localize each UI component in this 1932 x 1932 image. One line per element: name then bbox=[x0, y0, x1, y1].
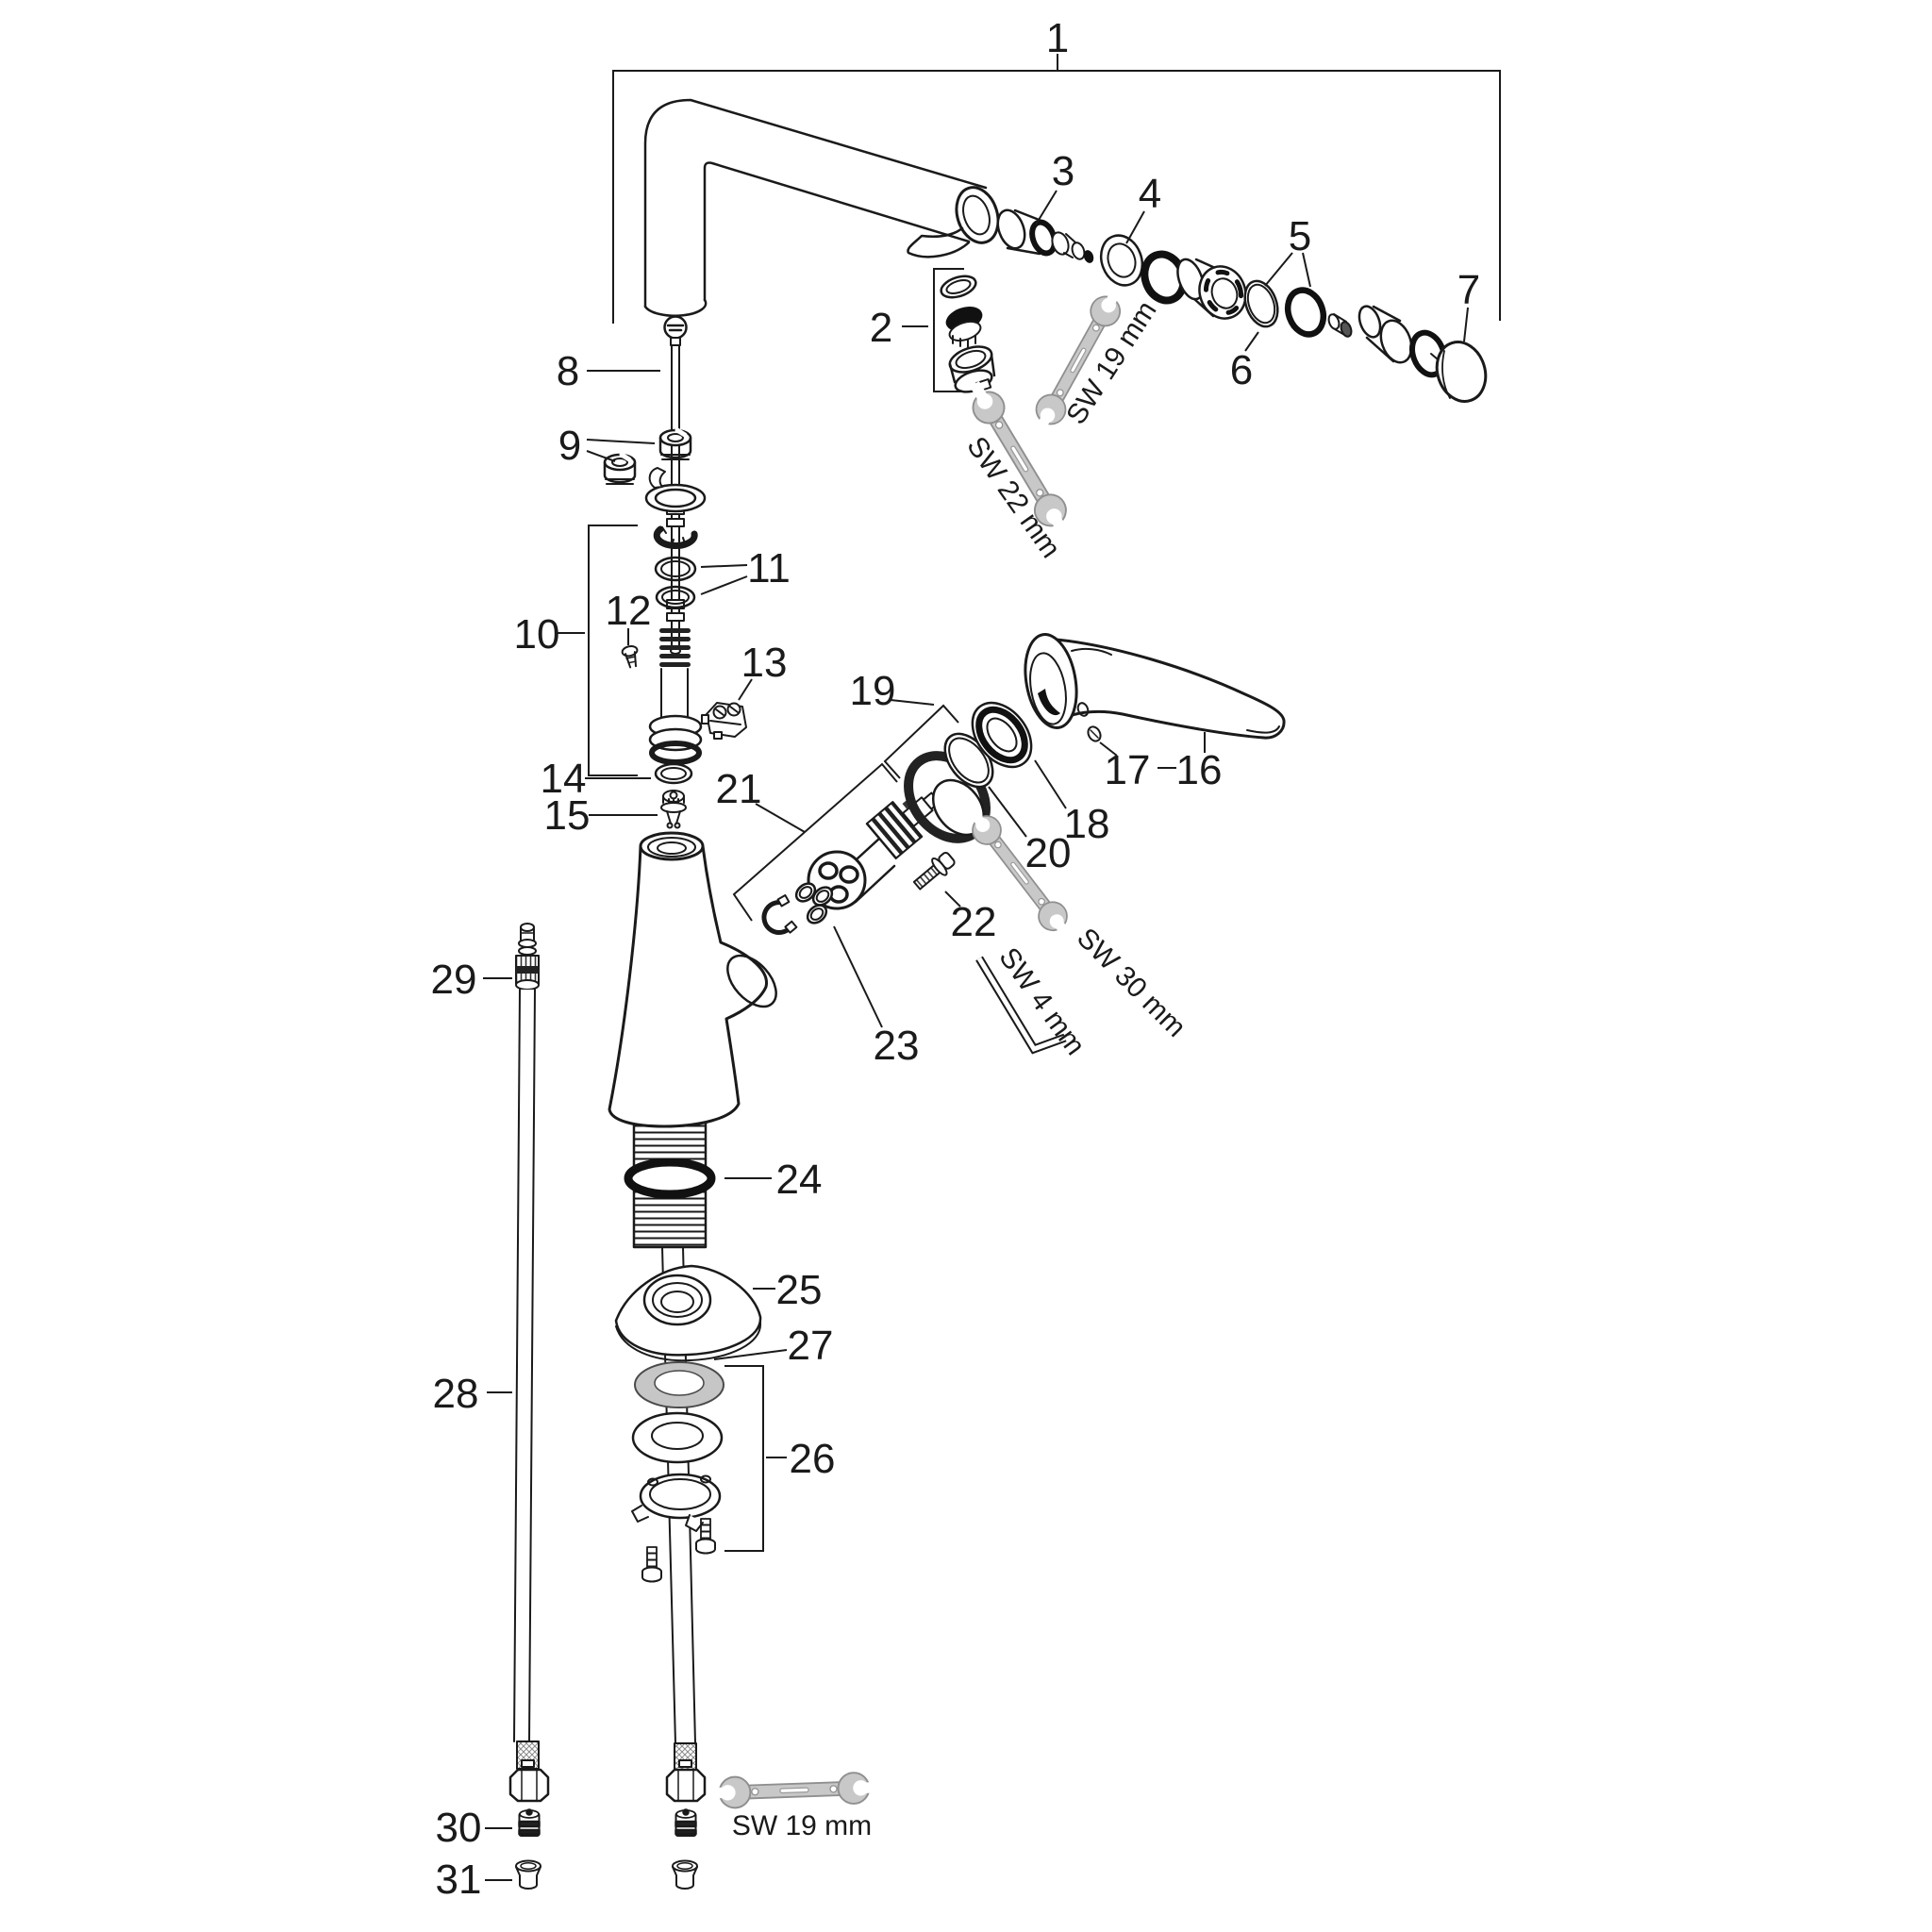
tool-label-sw30: SW 30 mm bbox=[1071, 923, 1191, 1043]
part-labels: 1 2 3 4 5 6 7 8 9 10 11 12 13 14 15 16 1… bbox=[431, 15, 1481, 1903]
filter-30-right bbox=[675, 1808, 697, 1838]
wrench-19-bottom bbox=[706, 1771, 883, 1810]
supply-hose bbox=[508, 923, 550, 1803]
seal-31-left bbox=[514, 1859, 542, 1890]
part-label-30: 30 bbox=[436, 1805, 482, 1851]
washer-26a bbox=[631, 1411, 724, 1464]
part-label-5: 5 bbox=[1289, 213, 1311, 259]
spray-connector-chain bbox=[996, 208, 1488, 403]
seal-set-23 bbox=[761, 882, 834, 935]
handle-16 bbox=[1024, 633, 1286, 742]
part-label-26: 26 bbox=[790, 1436, 836, 1482]
part-label-13: 13 bbox=[741, 640, 788, 686]
tool-labels: SW 19 mm SW 22 mm SW 30 mm SW 4 mm SW 19… bbox=[732, 295, 1191, 1841]
aerator-group bbox=[940, 275, 996, 393]
part-label-19: 19 bbox=[850, 668, 896, 714]
leader-lines bbox=[483, 54, 1469, 1881]
part-label-1: 1 bbox=[1046, 15, 1069, 61]
part-label-24: 24 bbox=[776, 1157, 823, 1203]
part-label-8: 8 bbox=[557, 348, 579, 394]
part-label-12: 12 bbox=[606, 588, 652, 634]
tools bbox=[706, 280, 1132, 1810]
pipe-end-right bbox=[665, 1742, 707, 1803]
part-label-4: 4 bbox=[1139, 171, 1161, 217]
part-label-14: 14 bbox=[541, 756, 587, 802]
part-label-25: 25 bbox=[776, 1267, 823, 1313]
grub-screw-12 bbox=[621, 644, 639, 669]
part-label-20: 20 bbox=[1025, 830, 1072, 876]
part-label-31: 31 bbox=[436, 1857, 482, 1903]
part-label-11: 11 bbox=[747, 545, 791, 591]
part-label-28: 28 bbox=[433, 1371, 479, 1417]
spout-seal-plugs bbox=[605, 430, 707, 513]
washer-27 bbox=[634, 1361, 724, 1408]
oring-14 bbox=[654, 762, 693, 785]
part-label-2: 2 bbox=[870, 305, 892, 351]
part-label-21: 21 bbox=[716, 766, 762, 812]
part-label-18: 18 bbox=[1064, 801, 1110, 847]
part-label-7: 7 bbox=[1457, 267, 1480, 313]
tool-label-sw19-bottom: SW 19 mm bbox=[732, 1810, 872, 1841]
filter-30-left bbox=[518, 1808, 541, 1838]
part-label-17: 17 bbox=[1105, 747, 1151, 793]
part-label-3: 3 bbox=[1052, 148, 1074, 194]
part-label-10: 10 bbox=[514, 611, 560, 658]
part-label-16: 16 bbox=[1176, 747, 1223, 793]
faucet-body bbox=[608, 831, 777, 1744]
clamp-ring-26b bbox=[631, 1473, 722, 1532]
part-label-29: 29 bbox=[431, 957, 477, 1003]
part-label-9: 9 bbox=[558, 423, 581, 469]
spout-bearing-stack bbox=[648, 525, 703, 765]
part-label-22: 22 bbox=[951, 899, 997, 945]
base-plate-25 bbox=[614, 1264, 762, 1362]
swivel-stop-13 bbox=[701, 702, 747, 740]
check-valve-15 bbox=[660, 790, 687, 829]
spout-outline bbox=[643, 98, 1000, 318]
seal-31-right bbox=[671, 1859, 699, 1890]
handle-screw-22 bbox=[912, 852, 956, 891]
part-label-15: 15 bbox=[544, 792, 591, 839]
part-label-6: 6 bbox=[1230, 347, 1253, 393]
oring-24 bbox=[624, 1158, 716, 1199]
part-label-27: 27 bbox=[788, 1323, 834, 1369]
fixing-bolt-left bbox=[641, 1545, 663, 1583]
allen-key-4 bbox=[975, 956, 1067, 1055]
part-label-23: 23 bbox=[874, 1023, 920, 1069]
